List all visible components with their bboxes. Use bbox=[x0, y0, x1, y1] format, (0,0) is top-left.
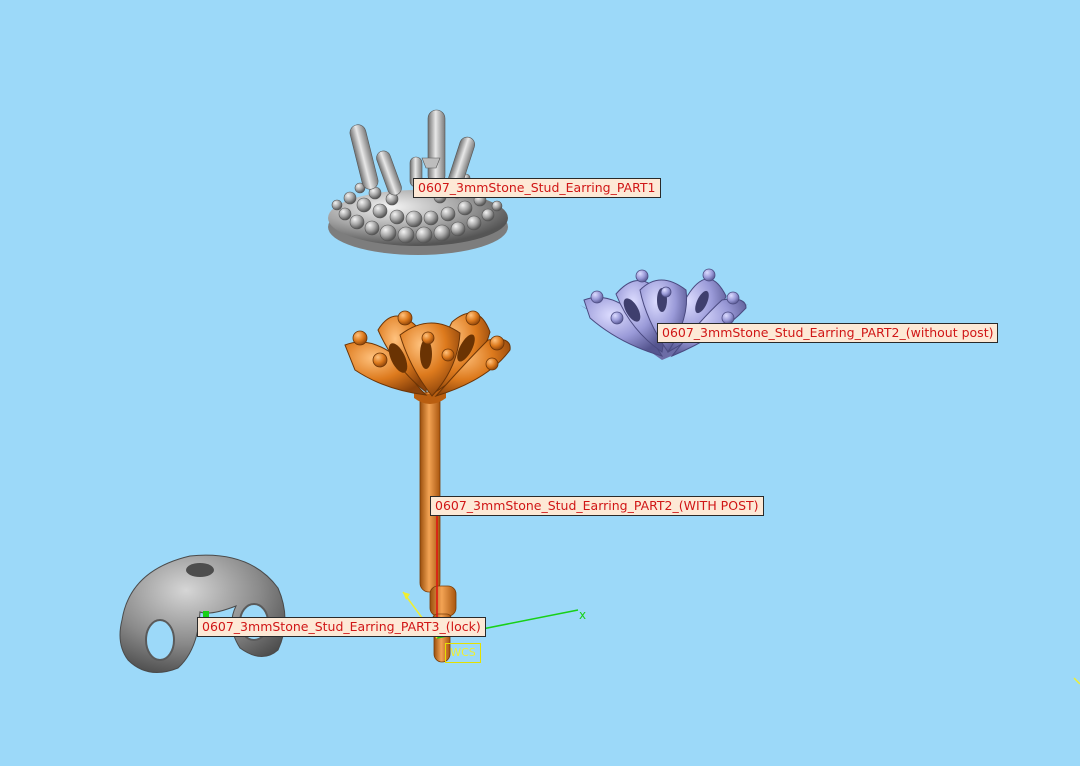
part1-model[interactable] bbox=[328, 109, 508, 255]
part2-with-post-label[interactable]: 0607_3mmStone_Stud_Earring_PART2_(WITH P… bbox=[430, 496, 764, 516]
part2-with-post-model[interactable] bbox=[344, 310, 511, 663]
part2-without-post-model[interactable] bbox=[580, 268, 748, 360]
edge-marker-icon bbox=[1073, 677, 1080, 685]
part3-lock-label[interactable]: 0607_3mmStone_Stud_Earring_PART3_(lock) bbox=[197, 617, 486, 637]
wcs-triad bbox=[203, 515, 1080, 685]
part1-label[interactable]: 0607_3mmStone_Stud_Earring_PART1 bbox=[413, 178, 661, 198]
x-axis-label: x bbox=[579, 608, 587, 622]
pivot-marker-icon bbox=[203, 611, 209, 617]
part2-without-post-label[interactable]: 0607_3mmStone_Stud_Earring_PART2_(withou… bbox=[657, 323, 999, 343]
y-axis-arrow-icon bbox=[403, 592, 410, 600]
part3-lock-model[interactable] bbox=[119, 554, 286, 673]
wcs-label: WCS bbox=[445, 643, 481, 663]
